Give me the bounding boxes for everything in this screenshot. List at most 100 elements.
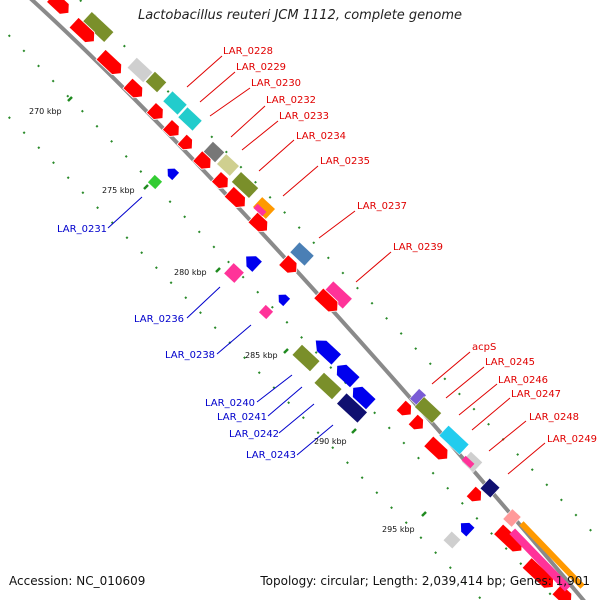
gene-label-LAR_0240[interactable]: LAR_0240 [205, 398, 255, 409]
gene-0236 [224, 263, 244, 283]
genome-backbone [29, 0, 586, 600]
cds-arrows [45, 0, 573, 600]
cds-arrow [176, 133, 193, 151]
cds-arrow [278, 254, 298, 274]
gene-label-LAR_0243[interactable]: LAR_0243 [246, 450, 296, 461]
accession-text: Accession: NC_010609 [9, 574, 146, 588]
gene-0242 [315, 340, 342, 365]
leader-line [355, 251, 392, 283]
leader-line [209, 87, 251, 117]
ruler-label: 270 kbp [29, 107, 62, 116]
gene-label-LAR_0239[interactable]: LAR_0239 [393, 242, 443, 253]
gene-0249 [502, 508, 522, 528]
leader-line [445, 366, 485, 399]
leader-line [186, 55, 223, 88]
gene-label-LAR_0246[interactable]: LAR_0246 [498, 375, 548, 386]
gene-rev-295-arrow [460, 522, 475, 537]
gene-0231 [147, 174, 163, 190]
gene-label-LAR_0231[interactable]: LAR_0231 [57, 224, 107, 235]
ruler-tick [215, 267, 221, 273]
gene-0229 [126, 57, 154, 83]
gene-strip [519, 521, 585, 589]
gene-0243 [336, 393, 368, 423]
forward-labels: LAR_0228 LAR_0229 LAR_0230 LAR_0232 LAR_… [223, 46, 597, 445]
ruler-labels: 270 kbp 275 kbp 280 kbp 285 kbp 290 kbp … [29, 107, 415, 534]
gene-0231-arrow [167, 168, 180, 181]
leader-line [199, 71, 236, 103]
cds-arrow [45, 0, 70, 15]
gene-label-LAR_0236[interactable]: LAR_0236 [134, 314, 184, 325]
gene-0233 [177, 106, 203, 132]
gene-0248 [479, 477, 501, 499]
gene-label-LAR_0247[interactable]: LAR_0247 [511, 389, 561, 400]
gene-label-acpS[interactable]: acpS [472, 342, 496, 353]
cds-arrow [95, 48, 123, 75]
cds-arrow [161, 118, 180, 137]
gene-0240 [292, 344, 320, 372]
gene-label-LAR_0229[interactable]: LAR_0229 [236, 62, 286, 73]
gene-0246 [438, 424, 470, 456]
gene-label-LAR_0248[interactable]: LAR_0248 [529, 412, 579, 423]
gene-label-LAR_0241[interactable]: LAR_0241 [217, 412, 267, 423]
ruler-ticks [67, 96, 427, 517]
leader-line [186, 286, 221, 319]
gene-0232 [162, 90, 188, 116]
ruler-tick [421, 511, 427, 517]
cds-arrow [122, 77, 144, 99]
gene-label-LAR_0232[interactable]: LAR_0232 [266, 95, 316, 106]
gene-label-LAR_0233[interactable]: LAR_0233 [279, 111, 329, 122]
leader-line [471, 397, 511, 431]
gene-strip [253, 203, 267, 217]
leader-line [107, 196, 143, 229]
gene-0245 [414, 396, 442, 424]
ruler-tick [283, 348, 289, 354]
gene-label-LAR_0230[interactable]: LAR_0230 [251, 78, 301, 89]
gene-0238-arrow [278, 294, 291, 307]
gene-label-LAR_0238[interactable]: LAR_0238 [165, 350, 215, 361]
dot-guide [0, 24, 557, 600]
gene-0242b [336, 364, 360, 388]
gene-label-LAR_0242[interactable]: LAR_0242 [229, 429, 279, 440]
leader-line [216, 324, 252, 355]
gene-label-LAR_0245[interactable]: LAR_0245 [485, 357, 535, 368]
leader-line [507, 442, 546, 475]
gene-label-LAR_0234[interactable]: LAR_0234 [296, 131, 346, 142]
ruler-label: 275 kbp [102, 186, 135, 195]
ruler-label: 295 kbp [382, 525, 415, 534]
leader-line [278, 403, 315, 434]
cds-arrow [192, 150, 212, 170]
leader-line [241, 120, 279, 151]
cds-arrow [145, 101, 164, 120]
gene-rev-295 [443, 531, 461, 549]
cds-arrow [395, 399, 412, 417]
gene-label-LAR_0249[interactable]: LAR_0249 [547, 434, 597, 445]
leader-line [296, 424, 334, 456]
gene-strip [509, 528, 571, 592]
gene-label-LAR_0235[interactable]: LAR_0235 [320, 156, 370, 167]
cds-arrow [465, 485, 482, 503]
cds-arrow [223, 185, 246, 208]
ruler-tick [67, 96, 73, 102]
cds-arrow [423, 435, 449, 461]
gene-0241 [314, 372, 342, 400]
gene-label-LAR_0228[interactable]: LAR_0228 [223, 46, 273, 57]
gene-0230 [145, 71, 167, 93]
gene-0243b [352, 386, 376, 410]
gene-label-LAR_0237[interactable]: LAR_0237 [357, 201, 407, 212]
leader-line [267, 386, 303, 417]
leader-line [258, 139, 295, 172]
cds-arrow [210, 170, 229, 189]
cds-arrow [68, 16, 96, 43]
cds-arrow [313, 287, 339, 313]
ruler-label: 280 kbp [174, 268, 207, 277]
ruler-label: 285 kbp [245, 351, 278, 360]
forward-genes [81, 11, 522, 528]
gene-0238 [258, 304, 274, 320]
leader-line [318, 210, 356, 239]
ruler-tick [351, 428, 357, 434]
cds-arrow [407, 413, 424, 431]
gene-0235 [231, 171, 259, 199]
outer-strips [253, 203, 585, 592]
